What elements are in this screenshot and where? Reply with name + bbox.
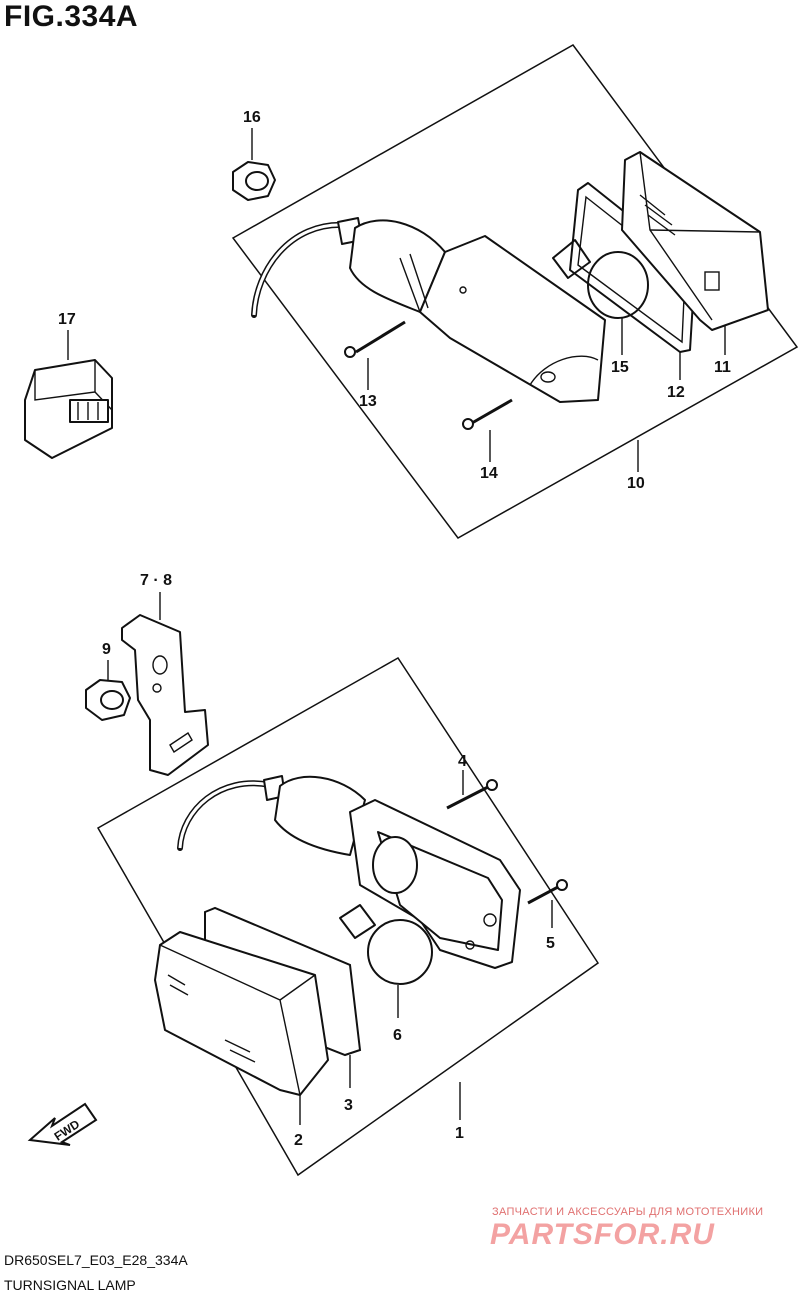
bulb-15 <box>552 239 649 319</box>
callout-17: 17 <box>58 311 76 328</box>
lens-2 <box>154 931 329 1096</box>
nut-16 <box>232 161 276 201</box>
figure-title: FIG.334A <box>4 0 139 33</box>
upper-lamp-housing <box>251 217 606 403</box>
screw-4 <box>446 779 498 810</box>
callout-12: 12 <box>667 384 685 401</box>
callout-9: 9 <box>102 641 111 658</box>
screw-5 <box>527 879 568 905</box>
bulb-6 <box>339 904 433 985</box>
screw-14 <box>462 398 513 430</box>
callout-16: 16 <box>243 109 261 126</box>
callout-14: 14 <box>480 465 498 482</box>
callout-2: 2 <box>294 1132 303 1149</box>
figure-caption: TURNSIGNAL LAMP <box>4 1277 136 1293</box>
connector-17 <box>24 359 113 459</box>
upper-assembly-frame <box>231 44 799 539</box>
callout-3: 3 <box>344 1097 353 1114</box>
watermark-logo: PARTSFOR.RU <box>490 1218 715 1251</box>
lens-11 <box>621 151 769 331</box>
callout-11: 11 <box>714 359 731 376</box>
fwd-arrow-icon: FWD <box>27 1102 98 1146</box>
nut-9 <box>85 679 131 721</box>
bracket-7-8 <box>121 614 209 776</box>
callout-6: 6 <box>393 1027 402 1044</box>
lower-lamp-housing <box>177 775 521 969</box>
watermark-tagline: ЗАПЧАСТИ И АКСЕССУАРЫ ДЛЯ МОТОТЕХНИКИ <box>492 1206 764 1218</box>
figure-code: DR650SEL7_E03_E28_334A <box>4 1252 188 1268</box>
callout-4: 4 <box>458 753 467 770</box>
screw-13 <box>344 320 406 358</box>
callout-7-8: 7 · 8 <box>140 572 172 589</box>
callout-15: 15 <box>611 359 629 376</box>
callout-10: 10 <box>627 475 645 492</box>
callout-5: 5 <box>546 935 555 952</box>
callout-13: 13 <box>359 393 377 410</box>
callout-1: 1 <box>455 1125 464 1142</box>
